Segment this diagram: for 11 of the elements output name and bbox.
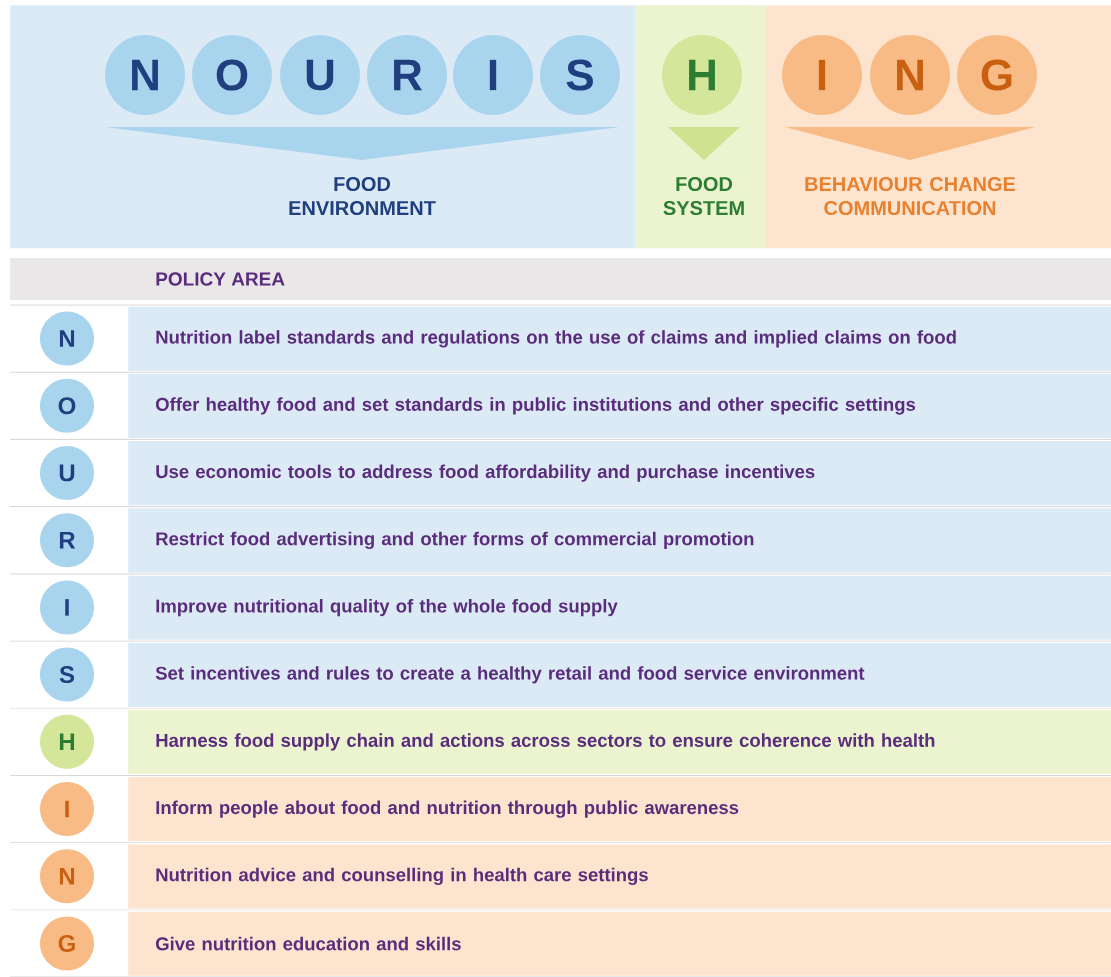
header-row: POLICY AREA [10,258,1111,300]
policy-row: Use economic tools to address food affordability and purchase incentives [128,441,1111,506]
policy-row: Nutrition advice and counselling in health care settings [128,844,1111,909]
policy-row: Set incentives and rules to create a healthy retail and food service environment [128,642,1111,707]
policy-row: Harness food supply chain and actions across sectors to ensure coherence with health [128,709,1111,775]
policy-row: Inform people about food and nutrition through public awareness [128,777,1111,842]
policy-row: Nutrition label standards and regulations on the use of claims and implied claims on food [128,306,1111,371]
policy-row: Offer healthy food and set standards in public institutions and other specific settings [128,373,1111,439]
policy-row: Give nutrition education and skills [128,911,1111,976]
policy-row: Restrict food advertising and other forms of commercial promotion [128,508,1111,573]
policy-row: Improve nutritional quality of the whole food supply [128,575,1111,640]
